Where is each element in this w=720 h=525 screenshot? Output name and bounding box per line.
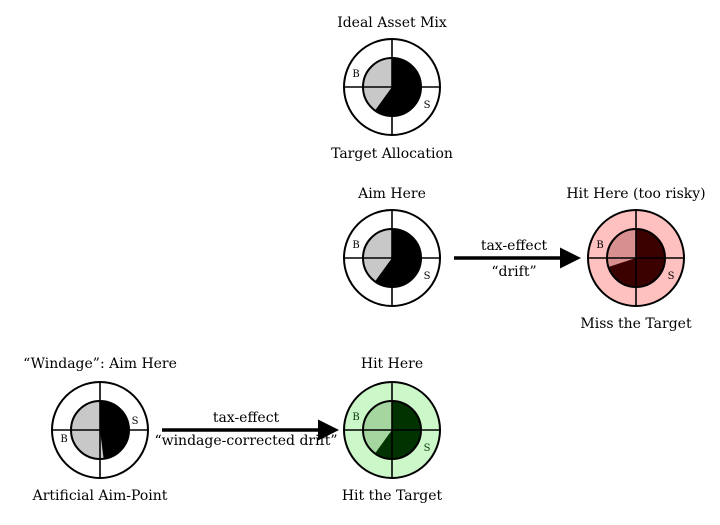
target-hit-here: Hit Here BS Hit the Target bbox=[342, 356, 443, 504]
windage-arrow-bottom-label: “windage-corrected drift” bbox=[154, 433, 337, 449]
target-windage-aim: “Windage”: Aim Here BS Artificial Aim-Po… bbox=[23, 356, 177, 504]
target-windage-aim-top-label: “Windage”: Aim Here bbox=[23, 356, 177, 372]
target-aim-diagram: BS bbox=[343, 209, 441, 307]
stock-letter: S bbox=[668, 271, 675, 282]
bond-letter: B bbox=[352, 240, 359, 251]
target-hit-here-top-label: Hit Here bbox=[361, 356, 423, 372]
target-ideal-bottom-label: Target Allocation bbox=[331, 146, 453, 162]
target-hit-here-diagram: BS bbox=[343, 381, 441, 479]
stock-letter: S bbox=[424, 443, 431, 454]
windage-arrow: tax-effect “windage-corrected drift” bbox=[154, 410, 339, 449]
bond-letter: B bbox=[596, 240, 603, 251]
target-hit-risky-bottom-label: Miss the Target bbox=[580, 316, 692, 332]
stock-letter: S bbox=[132, 416, 139, 427]
target-aim: Aim Here BS bbox=[343, 186, 441, 307]
bond-letter: B bbox=[60, 434, 67, 445]
stock-letter: S bbox=[424, 271, 431, 282]
target-hit-here-bottom-label: Hit the Target bbox=[342, 488, 443, 504]
drift-arrow-bottom-label: “drift” bbox=[491, 264, 536, 280]
target-windage-aim-diagram: BS bbox=[51, 381, 149, 479]
target-windage-aim-bottom-label: Artificial Aim-Point bbox=[32, 488, 168, 504]
target-hit-risky: Hit Here (too risky) BS Miss the Target bbox=[566, 186, 705, 332]
bond-letter: B bbox=[352, 69, 359, 80]
target-ideal-top-label: Ideal Asset Mix bbox=[337, 15, 447, 31]
drift-arrow: tax-effect “drift” bbox=[454, 238, 581, 280]
target-ideal: Ideal Asset Mix BS Target Allocation bbox=[331, 15, 453, 162]
target-hit-risky-diagram: BS bbox=[587, 209, 685, 307]
bond-letter: B bbox=[352, 412, 359, 423]
target-hit-risky-top-label: Hit Here (too risky) bbox=[566, 186, 705, 202]
stock-letter: S bbox=[424, 100, 431, 111]
drift-arrow-top-label: tax-effect bbox=[481, 238, 548, 254]
target-ideal-diagram: BS bbox=[343, 38, 441, 136]
target-aim-top-label: Aim Here bbox=[357, 186, 426, 202]
windage-arrow-top-label: tax-effect bbox=[213, 410, 280, 426]
